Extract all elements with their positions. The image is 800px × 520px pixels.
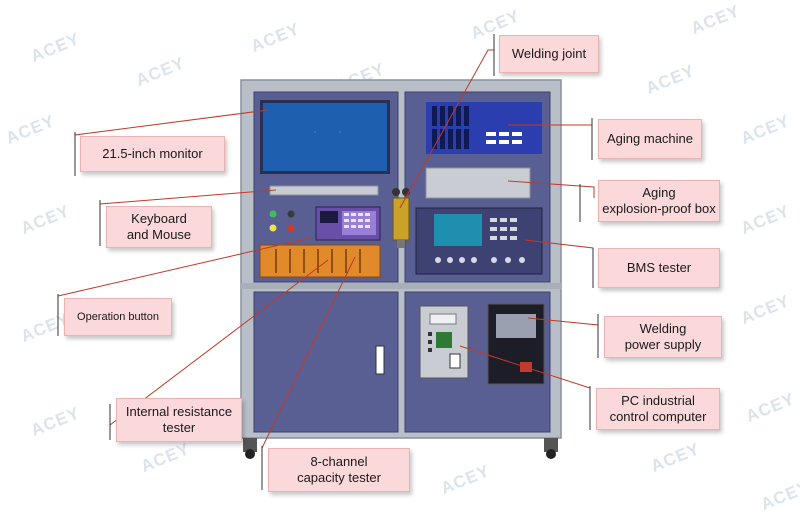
operation-button xyxy=(287,210,295,218)
lower-left-door xyxy=(253,291,399,433)
operation-button xyxy=(287,224,295,232)
operation-button xyxy=(269,210,277,218)
leader-line xyxy=(57,237,311,297)
caption-keyboard-mouse: Keyboard and Mouse xyxy=(106,206,212,248)
caption-pc-industrial-computer: PC industrial control computer xyxy=(596,388,720,430)
aging-explosion-proof-box xyxy=(425,167,531,199)
leader-line xyxy=(399,49,494,209)
door-handle xyxy=(375,345,385,375)
caption-welding-power-supply: Welding power supply xyxy=(604,316,722,358)
leader-line xyxy=(507,180,595,198)
capacity-tester xyxy=(259,244,381,278)
caption-welding-joint: Welding joint xyxy=(499,35,599,73)
aging-machine xyxy=(426,102,542,154)
caption-operation-button: Operation button xyxy=(64,298,172,336)
caption-internal-resistance-tester: Internal resistance tester xyxy=(116,398,242,442)
caption-aging-box: Aging explosion-proof box xyxy=(598,180,720,222)
caption-aging-machine: Aging machine xyxy=(598,119,702,159)
caption-bms-tester: BMS tester xyxy=(598,248,720,288)
keyboard-tray xyxy=(269,185,379,196)
monitor-screen xyxy=(263,103,387,171)
caption-monitor: 21.5-inch monitor xyxy=(80,136,225,172)
caption-capacity-tester: 8-channel capacity tester xyxy=(268,448,410,492)
operation-button xyxy=(269,224,277,232)
welding-joint xyxy=(392,197,410,241)
